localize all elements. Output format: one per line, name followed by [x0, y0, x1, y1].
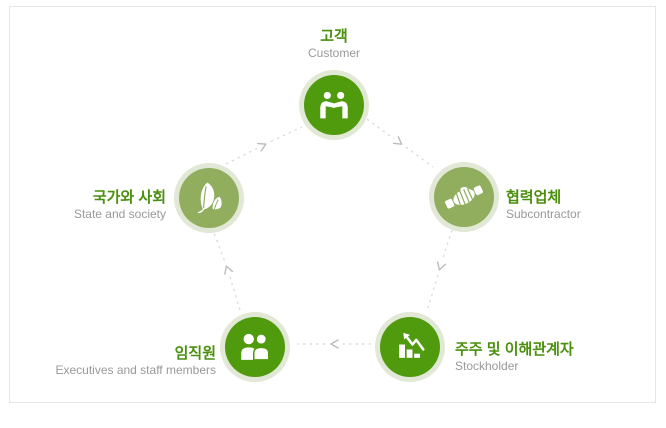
state-society-label-english: State and society: [73, 207, 166, 221]
staff-label-english: Executives and staff members: [55, 363, 216, 377]
two-people-icon: [241, 333, 270, 361]
node-circle-subcontractor: [429, 162, 499, 232]
handshake-icon: [445, 185, 483, 209]
customer-label-english: Customer: [307, 46, 360, 60]
node-circle-stockholder: [375, 312, 445, 382]
stockholder-label-korean: 주주 및 이해관계자: [455, 341, 574, 358]
node-label-state-society: 국가와 사회 State and society: [0, 189, 166, 222]
leaves-icon: [197, 182, 222, 214]
node-label-stockholder: 주주 및 이해관계자 Stockholder: [455, 341, 574, 374]
growth-chart-icon: [399, 332, 425, 358]
state-society-label-korean: 국가와 사회: [92, 189, 166, 206]
subcontractor-label-english: Subcontractor: [506, 207, 581, 221]
node-label-customer: 고객 Customer: [234, 28, 434, 61]
staff-label-korean: 임직원: [174, 345, 216, 362]
node-label-staff: 임직원 Executives and staff members: [15, 345, 216, 378]
subcontractor-label-korean: 협력업체: [506, 189, 562, 206]
node-circle-state-society: [174, 163, 244, 233]
node-circle-staff: [220, 312, 290, 382]
customer-label-korean: 고객: [320, 28, 348, 45]
node-label-subcontractor: 협력업체 Subcontractor: [506, 189, 581, 222]
node-circle-customer: [299, 70, 369, 140]
greeting-people-icon: [320, 91, 348, 119]
stockholder-label-english: Stockholder: [455, 359, 519, 373]
